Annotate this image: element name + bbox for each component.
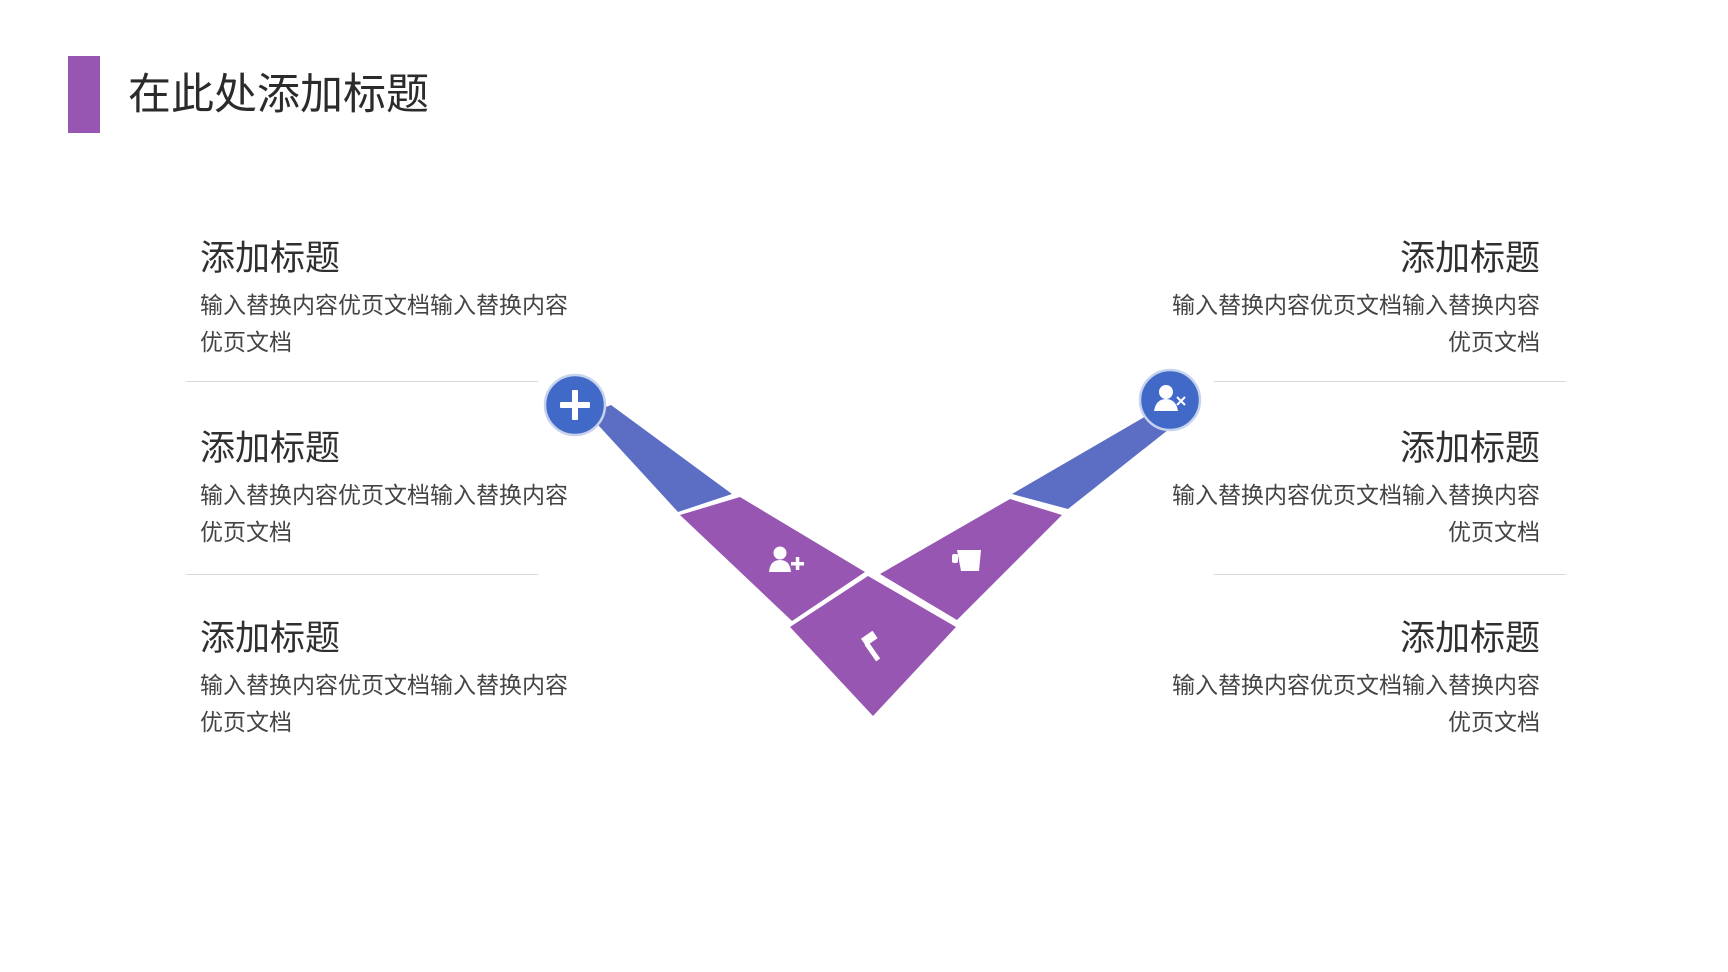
right-arm-tip: [1012, 412, 1173, 509]
left-item-3-title: 添加标题: [200, 619, 341, 659]
plus-icon: [560, 390, 590, 420]
right-item-1-title: 添加标题: [1399, 239, 1540, 279]
left-item-2: 添加标题 输入替换内容优页文档输入替换内容优页文档: [200, 426, 590, 552]
left-item-3: 添加标题 输入替换内容优页文档输入替换内容优页文档: [200, 616, 590, 742]
left-item-3-desc: 输入替换内容优页文档输入替换内容优页文档: [200, 673, 568, 736]
right-item-3: 添加标题 输入替换内容优页文档输入替换内容优页文档: [1150, 616, 1540, 742]
left-arm-tip: [588, 405, 732, 512]
segment-left: [680, 497, 865, 621]
right-item-3-desc: 输入替换内容优页文档输入替换内容优页文档: [1172, 673, 1540, 736]
right-item-1: 添加标题 输入替换内容优页文档输入替换内容优页文档: [1150, 236, 1540, 362]
right-item-3-title: 添加标题: [1399, 619, 1540, 659]
left-item-1-title: 添加标题: [200, 239, 341, 279]
left-item-1-desc: 输入替换内容优页文档输入替换内容优页文档: [200, 293, 568, 356]
left-divider-2: [186, 574, 538, 575]
right-divider-1: [1214, 381, 1566, 382]
right-divider-2: [1214, 574, 1566, 575]
page-title: 在此处添加标题: [128, 70, 429, 120]
right-item-2: 添加标题 输入替换内容优页文档输入替换内容优页文档: [1150, 426, 1540, 552]
right-item-2-desc: 输入替换内容优页文档输入替换内容优页文档: [1172, 483, 1540, 546]
gavel-icon: [860, 630, 881, 662]
segment-bottom: [790, 576, 956, 716]
right-item-1-desc: 输入替换内容优页文档输入替换内容优页文档: [1172, 293, 1540, 356]
title-accent-bar: [68, 56, 100, 133]
cup-icon: [952, 550, 981, 571]
left-item-2-title: 添加标题: [200, 429, 341, 469]
remove-user-icon: [1154, 385, 1186, 411]
left-divider-1: [186, 381, 538, 382]
left-item-2-desc: 输入替换内容优页文档输入替换内容优页文档: [200, 483, 568, 546]
right-item-2-title: 添加标题: [1399, 429, 1540, 469]
left-item-1: 添加标题 输入替换内容优页文档输入替换内容优页文档: [200, 236, 590, 362]
add-user-icon: [769, 546, 804, 572]
